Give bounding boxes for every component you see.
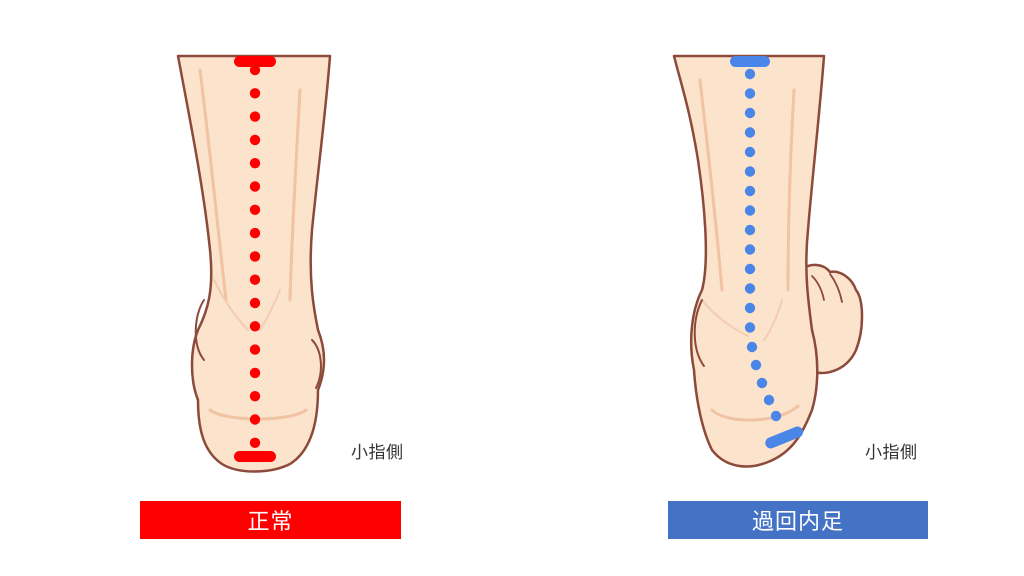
overpronation-alignment-dot [744,68,756,80]
overpronation-alignment-line [744,68,782,422]
overpronation-heel-illustration [672,54,864,468]
overpronation-alignment-dot [750,359,762,371]
normal-alignment-dot [249,321,261,332]
overpronation-shade-line [786,88,796,292]
overpronation-alignment-dot [763,394,775,406]
normal-heel-illustration [176,54,332,473]
overpronation-inner-ankle [693,299,705,367]
normal-alignment-dot [249,204,261,215]
normal-leg-shape [176,54,332,473]
normal-alignment-dot [249,367,261,379]
normal-alignment-dot [249,344,261,355]
normal-alignment-dot [249,414,261,425]
overpronation-heel-crease [710,404,800,422]
overpronation-leg-shape [672,54,826,468]
overpronation-alignment-dot [744,127,756,138]
normal-bottom-marker [234,451,276,462]
overpronation-alignment-dot [744,263,756,275]
overpronation-shade-line [763,299,783,341]
normal-inner-ankle [194,299,205,361]
overpronation-shade-line [701,299,749,337]
normal-alignment-dot [249,111,261,122]
overpronation-panel: 小指側 過回内足 [512,0,1024,576]
normal-alignment-dot [249,391,261,402]
overpronation-alignment-dot [744,88,756,99]
normal-shade-line [213,279,249,331]
overpronation-toe-line [829,273,843,303]
normal-shade-line [259,289,281,331]
normal-side-label: 小指側 [351,443,404,463]
normal-alignment-dot [249,88,261,99]
overpronation-alignment-dot [756,377,768,389]
normal-alignment-line [249,64,261,448]
overpronation-alignment-dot [744,224,756,236]
overpronation-alignment-dot [744,107,756,119]
normal-alignment-dot [249,437,261,448]
overpronation-alignment-dot [746,341,758,353]
overpronation-top-marker [730,56,770,67]
normal-shade-line [198,68,228,302]
overpronation-caption-box: 過回内足 [668,501,928,539]
overpronation-shade-line [698,78,724,292]
normal-alignment-dot [249,64,261,76]
normal-alignment-dot [249,158,261,169]
overpronation-alignment-dot [744,146,756,158]
normal-caption-box: 正常 [140,501,401,539]
normal-alignment-dot [249,274,261,285]
normal-shade-line [288,88,302,302]
normal-alignment-dot [249,181,261,192]
overpronation-alignment-dot [770,410,782,422]
normal-panel: 小指側 正常 [140,54,404,539]
overpronation-bottom-marker [765,426,804,449]
overpronation-alignment-dot [744,244,756,255]
overpronation-alignment-dot [744,166,756,177]
overpronation-side-label: 小指側 [865,443,918,463]
normal-alignment-dot [249,251,261,262]
overpronation-alignment-dot [744,205,756,216]
overpronation-toe-line [811,275,825,301]
overpronation-caption: 過回内足 [751,510,844,535]
normal-alignment-dot [249,227,261,239]
normal-outer-ankle [311,339,322,389]
normal-top-marker [234,56,276,67]
overpronation-alignment-dot [744,302,756,314]
normal-alignment-dot [249,297,261,309]
overpronation-alignment-dot [744,185,756,197]
normal-alignment-dot [249,134,261,146]
overpronation-alignment-dot [744,322,756,333]
normal-caption: 正常 [247,510,294,535]
overpronation-alignment-dot [744,283,756,294]
